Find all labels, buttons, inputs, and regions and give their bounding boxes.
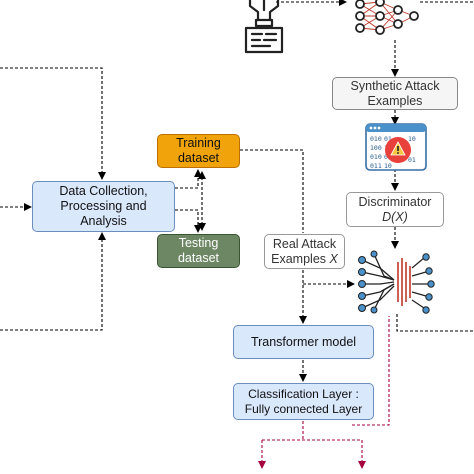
testing-dataset-line-2: dataset [177, 251, 219, 265]
arrow-left-bottom-to-datacollection [0, 232, 106, 331]
classification-layer-node: Classification Layer : Fully connected L… [233, 383, 374, 420]
data-collection-line-2: Processing and [60, 199, 147, 213]
data-collection-node: Data Collection, Processing and Analysis [32, 181, 175, 232]
svg-text:100: 100 [370, 144, 382, 152]
neural-classifier-icon [358, 250, 435, 314]
data-collection-line-3: Analysis [80, 214, 127, 228]
testing-dataset-node: Testing dataset [157, 234, 240, 268]
discriminator-line-2: D(X) [382, 209, 408, 224]
training-dataset-line-1: Training [176, 136, 221, 150]
real-attack-line-2-text: Examples [271, 251, 330, 266]
classification-layer-line-2: Fully connected Layer [244, 401, 363, 416]
real-attack-line-2: Examples X [271, 252, 338, 267]
synthetic-attack-line-2: Examples [367, 93, 423, 108]
arrow-datacollection-to-testing [175, 209, 202, 233]
synthetic-attack-examples-node: Synthetic Attack Examples [332, 77, 458, 110]
real-attack-variable: X [329, 251, 338, 266]
neural-network-icon [355, 0, 419, 35]
svg-text:10: 10 [384, 162, 392, 170]
arrow-classifier-loop [396, 314, 474, 332]
arrow-training-to-real [240, 149, 304, 233]
training-dataset-line-2: dataset [177, 151, 219, 165]
svg-text:01: 01 [384, 135, 392, 143]
svg-text:10: 10 [408, 135, 416, 143]
transformer-model-label: Transformer model [250, 334, 357, 349]
real-attack-line-1: Real Attack [272, 236, 337, 251]
training-dataset-node: Training dataset [157, 134, 240, 168]
red-arrow-classification-to-classifier [352, 316, 390, 426]
testing-dataset-line-1: Testing [178, 236, 219, 250]
discriminator-line-1: Discriminator [358, 194, 432, 209]
synthetic-attack-line-1: Synthetic Attack [350, 78, 440, 93]
data-collection-line-1: Data Collection, [59, 184, 148, 198]
document-generator-icon [244, 0, 284, 54]
svg-text:010: 010 [370, 135, 382, 143]
classification-layer-line-1: Classification Layer : [248, 387, 359, 402]
arrow-datacollection-to-training [175, 169, 202, 189]
svg-text:01: 01 [408, 156, 416, 164]
real-attack-examples-node: Real Attack Examples X [264, 234, 345, 269]
discriminator-node: Discriminator D(X) [346, 192, 444, 227]
svg-text:010: 010 [370, 153, 382, 161]
svg-text:011: 011 [370, 162, 382, 170]
transformer-model-node: Transformer model [233, 325, 374, 359]
arrow-left-top-to-datacollection [0, 67, 106, 180]
